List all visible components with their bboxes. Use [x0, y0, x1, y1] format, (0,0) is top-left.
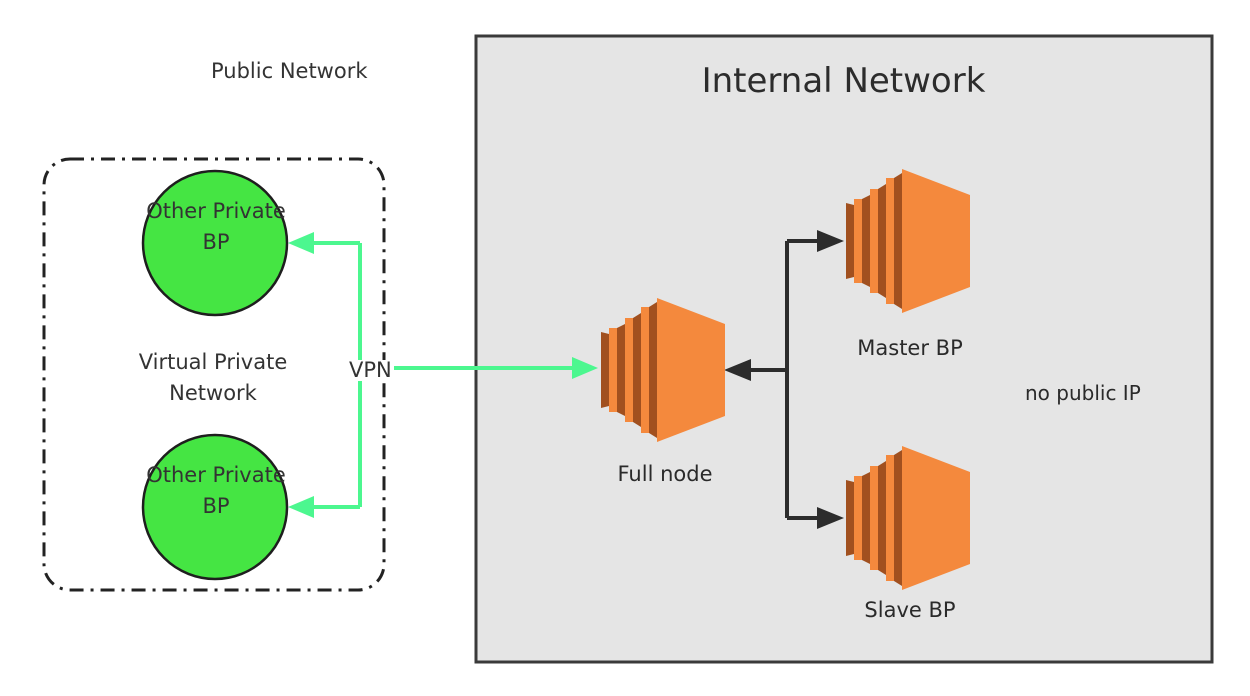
internal-network-box — [474, 34, 1214, 664]
vpn-arrow-to-bottom-bp — [288, 496, 314, 518]
vpn-arrow-to-top-bp — [288, 232, 314, 254]
arrow-to-master — [817, 230, 844, 252]
private-bp-circle-bottom — [141, 433, 289, 581]
private-bp-label-top: Other Private BP — [146, 199, 286, 254]
arrow-to-full-node — [724, 359, 751, 381]
master-bp-label: Master BP — [857, 336, 963, 360]
vpn-label: VPN — [347, 358, 394, 382]
vpn-arrow-to-full-node — [572, 357, 598, 379]
internal-network-title: Internal Network — [701, 61, 986, 101]
slave-bp-label: Slave BP — [864, 598, 956, 622]
arrow-to-slave — [817, 507, 844, 529]
private-bp-label-bottom: Other Private BP — [146, 463, 286, 518]
internal-links — [745, 239, 822, 520]
no-public-ip-label: no public IP — [1025, 381, 1141, 405]
full-node-label: Full node — [617, 462, 713, 486]
public-network-label: Public Network — [211, 59, 368, 83]
private-bp-circle-top — [141, 169, 289, 317]
vpn-group-label: Virtual Private Network — [138, 350, 288, 405]
